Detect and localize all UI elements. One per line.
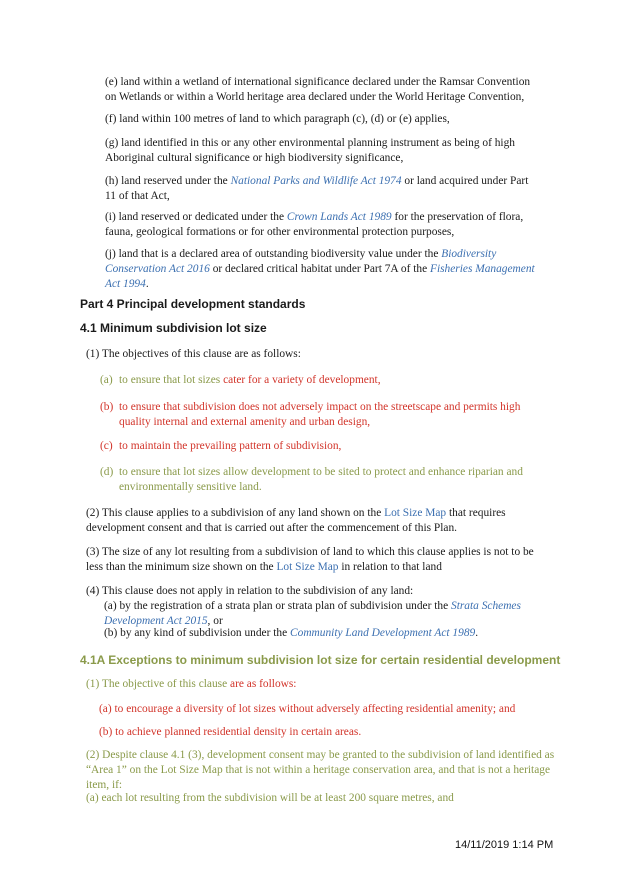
s41-sub4-b-text-1: (b) by any kind of subdivision under the <box>104 627 291 639</box>
item-j-text-1: (j) land that is a declared area of outs… <box>105 248 442 260</box>
s41-sub4-b-text-2: . <box>475 627 479 639</box>
item-f-text: (f) land within 100 metres of land to wh… <box>105 113 450 125</box>
s41-sub3-text-2: in relation to that land <box>338 561 442 573</box>
footer-timestamp: 14/11/2019 1:14 PM <box>455 839 554 851</box>
s41-item-c-text: to maintain the prevailing pattern of su… <box>119 440 342 452</box>
s41-item-a-label: (a) <box>100 374 113 386</box>
s41a-sub1-text-1: (1) The objective of this clause <box>86 678 231 690</box>
item-h-text-1: (h) land reserved under the <box>105 175 231 187</box>
lot-size-map-link-2[interactable]: Lot Size Map <box>276 561 339 573</box>
s41-sub4-a-text-1: (a) by the registration of a strata plan… <box>104 600 451 612</box>
s41-item-b-text: to ensure that subdivision does not adve… <box>119 401 521 428</box>
s41-item-d: (d) to ensure that lot sizes allow devel… <box>100 465 540 495</box>
s41a-sub2-a: (a) each lot resulting from the subdivis… <box>86 792 454 804</box>
s41-sub1: (1) The objectives of this clause are as… <box>86 348 301 360</box>
s41-sub3-text-1: (3) The size of any lot resulting from a… <box>86 546 534 573</box>
s41a-sub2: (2) Despite clause 4.1 (3), development … <box>86 749 555 791</box>
item-i: (i) land reserved or dedicated under the… <box>105 210 537 240</box>
section-4-1a-heading: 4.1A Exceptions to minimum subdivision l… <box>80 653 561 667</box>
item-e-text: (e) land within a wetland of internation… <box>105 76 531 103</box>
s41-sub4-b: (b) by any kind of subdivision under the… <box>104 626 544 641</box>
item-i-text-2: for the preservation of flora, fauna, ge… <box>105 211 524 238</box>
item-j-text-3: . <box>145 278 149 290</box>
s41-sub4: (4) This clause does not apply in relati… <box>86 585 414 597</box>
item-i-text-1: (i) land reserved or dedicated under the <box>105 211 287 223</box>
item-e: (e) land within a wetland of internation… <box>105 75 535 105</box>
s41-item-a-text-2: cater for a variety of development, <box>223 374 381 386</box>
item-j-text-2: or declared critical habitat under Part … <box>209 263 430 275</box>
biodiversity-act-link[interactable]: Biodiversity Conservation Act 2016 <box>105 248 497 275</box>
fisheries-act-link[interactable]: Fisheries Management Act 1994 <box>105 263 535 290</box>
s41-item-c-label: (c) <box>100 440 113 452</box>
s41-item-a: (a) to ensure that lot sizes cater for a… <box>100 373 540 388</box>
item-g-text: (g) land identified in this or any other… <box>105 137 515 164</box>
crown-lands-act-link[interactable]: Crown Lands Act 1989 <box>286 211 392 223</box>
lot-size-map-link-1[interactable]: Lot Size Map <box>384 507 447 519</box>
national-parks-act-link[interactable]: National Parks and Wildlife Act 1974 <box>230 175 402 187</box>
s41a-item-b: (b) to achieve planned residential densi… <box>99 726 362 738</box>
community-land-act-link[interactable]: Community Land Development Act 1989 <box>290 627 476 639</box>
item-h-text-2: or land acquired under Part 11 of that A… <box>105 175 529 202</box>
s41a-sub1: (1) The objective of this clause are as … <box>86 677 546 692</box>
s41a-item-a: (a) to encourage a diversity of lot size… <box>99 703 516 715</box>
s41-sub4-a: (a) by the registration of a strata plan… <box>104 599 544 629</box>
s41-sub2-text-1: (2) This clause applies to a subdivision… <box>86 507 385 519</box>
s41-sub2: (2) This clause applies to a subdivision… <box>86 506 546 536</box>
s41-sub4-a-text-2: , or <box>207 615 223 627</box>
item-f: (f) land within 100 metres of land to wh… <box>105 112 535 127</box>
s41-item-c: (c) to maintain the prevailing pattern o… <box>100 439 540 454</box>
section-4-1-heading: 4.1 Minimum subdivision lot size <box>80 321 267 335</box>
s41-item-d-label: (d) <box>100 466 114 478</box>
s41-item-a-text-1: to ensure that lot sizes <box>119 374 224 386</box>
s41-item-d-text: to ensure that lot sizes allow developme… <box>119 466 523 493</box>
s41-sub2-text-2: that requires development consent and th… <box>86 507 506 534</box>
item-j: (j) land that is a declared area of outs… <box>105 247 545 292</box>
s41a-sub1-text-2: are as follows: <box>230 678 297 690</box>
s41-item-b-label: (b) <box>100 401 114 413</box>
item-g: (g) land identified in this or any other… <box>105 136 530 166</box>
s41-sub3: (3) The size of any lot resulting from a… <box>86 545 546 575</box>
s41-item-b: (b) to ensure that subdivision does not … <box>100 400 540 430</box>
item-h: (h) land reserved under the National Par… <box>105 174 535 204</box>
strata-schemes-act-link[interactable]: Strata Schemes Development Act 2015 <box>104 600 521 627</box>
part4-heading: Part 4 Principal development standards <box>80 297 306 311</box>
